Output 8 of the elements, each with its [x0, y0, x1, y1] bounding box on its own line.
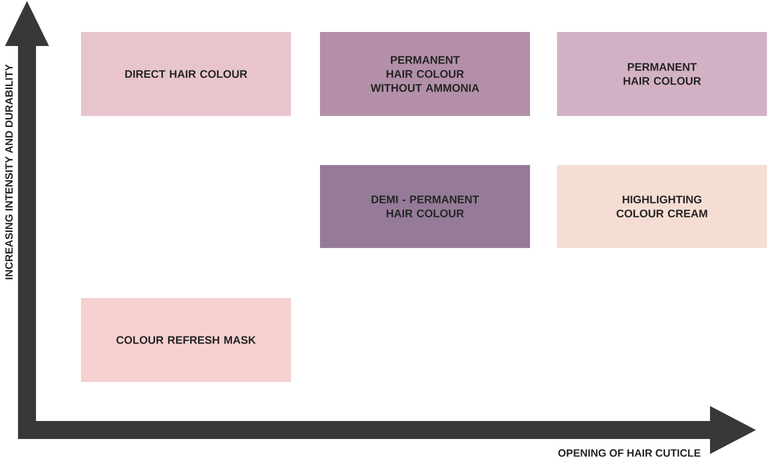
category-box: PERMANENT HAIR COLOUR — [557, 32, 767, 116]
category-box: DIRECT HAIR COLOUR — [81, 32, 291, 116]
category-box: DEMI - PERMANENT HAIR COLOUR — [320, 165, 530, 248]
axis-label: INCREASING INTENSITY AND DURABILITY — [5, 64, 13, 280]
category-box: COLOUR REFRESH MASK — [81, 298, 291, 382]
category-box: HIGHLIGHTING COLOUR CREAM — [557, 165, 767, 248]
axis-label: OPENING OF HAIR CUTICLE — [558, 449, 700, 457]
category-box: PERMANENT HAIR COLOUR WITHOUT AMMONIA — [320, 32, 530, 116]
